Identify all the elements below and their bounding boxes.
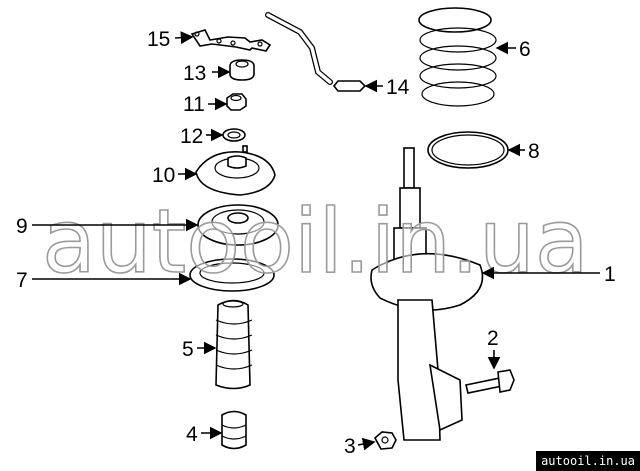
callout-13: 13 bbox=[183, 62, 206, 85]
callout-4: 4 bbox=[186, 423, 198, 446]
callout-1: 1 bbox=[604, 263, 616, 286]
callout-3: 3 bbox=[344, 435, 356, 458]
part-10-strut-mount bbox=[195, 145, 276, 196]
callout-2: 2 bbox=[487, 327, 499, 350]
part-2-bolt bbox=[465, 369, 515, 394]
callout-10: 10 bbox=[152, 164, 175, 187]
part-8-insulator-ring bbox=[427, 131, 509, 169]
watermark-badge: autooil.in.ua bbox=[536, 451, 640, 471]
part-13-bushing bbox=[229, 59, 255, 81]
watermark-text: autooil.in.ua bbox=[42, 190, 589, 293]
part-15-bracket bbox=[190, 29, 272, 52]
part-14-rod bbox=[265, 12, 367, 92]
callout-6: 6 bbox=[519, 38, 531, 61]
callout-8: 8 bbox=[528, 140, 540, 163]
callout-15: 15 bbox=[147, 28, 170, 51]
callout-12: 12 bbox=[180, 125, 203, 148]
part-12-washer bbox=[222, 128, 246, 142]
part-4-insulator bbox=[221, 410, 247, 450]
part-5-bump-stop bbox=[215, 299, 253, 390]
part-1-strut bbox=[370, 147, 484, 441]
callouts: 15 13 11 12 10 9 7 5 4 3 2 1 8 6 14 bbox=[16, 28, 616, 458]
part-7-spring-seat bbox=[189, 258, 275, 292]
callout-5: 5 bbox=[182, 338, 194, 361]
callout-14: 14 bbox=[386, 76, 410, 99]
part-3-nut bbox=[373, 431, 397, 450]
callout-9: 9 bbox=[16, 215, 28, 238]
callout-7: 7 bbox=[16, 269, 28, 292]
callout-11: 11 bbox=[183, 93, 205, 116]
part-11-nut bbox=[226, 93, 247, 111]
part-6-coil-spring bbox=[418, 7, 497, 107]
